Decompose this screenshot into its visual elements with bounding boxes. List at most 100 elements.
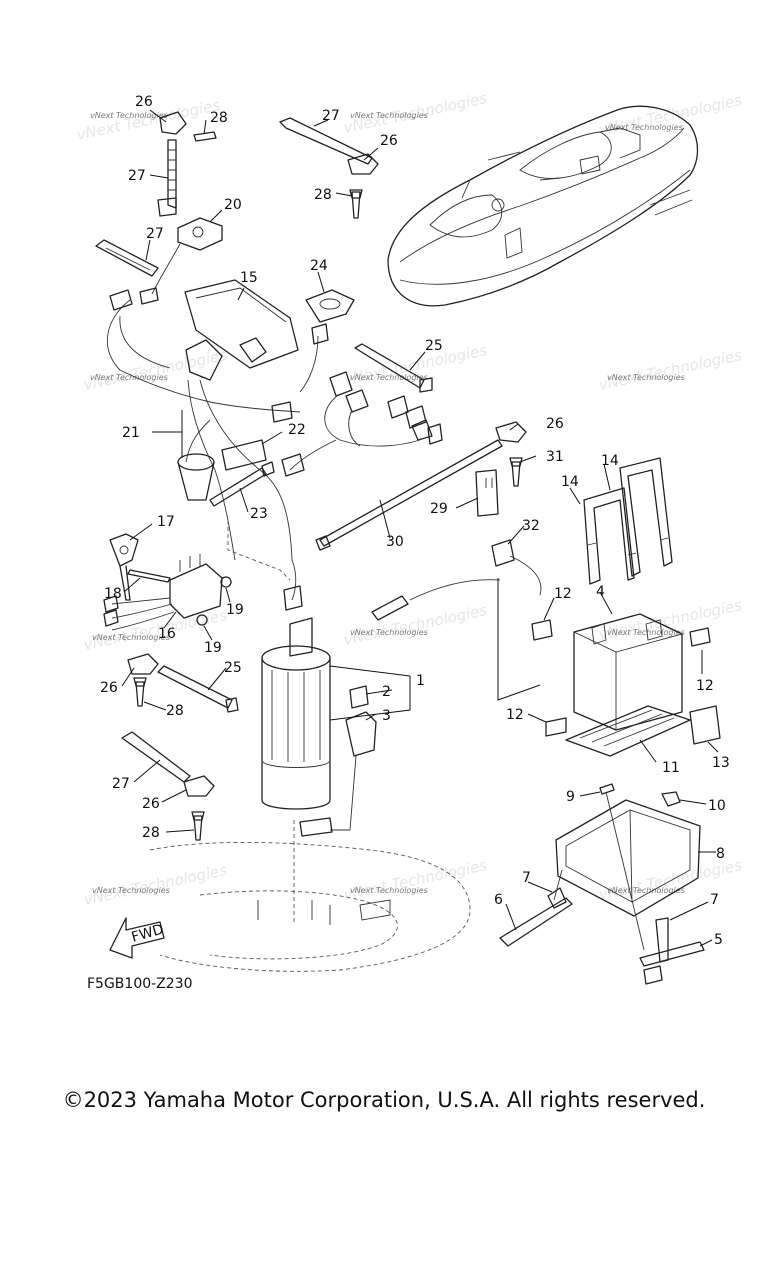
watermark: vNext Technologies [90,373,168,382]
callout-22: 22 [288,422,306,438]
part-23-tie [209,461,275,507]
callout-21: 21 [122,425,140,441]
callout-6: 6 [494,892,503,908]
callout-1: 1 [416,673,425,689]
callout-7: 7 [522,870,531,886]
callout-26: 26 [546,416,564,432]
callout-32: 32 [522,518,540,534]
callout-28: 28 [142,825,160,841]
watermark: vNext Technologies [607,628,685,637]
callout-28: 28 [166,703,184,719]
callout-14: 14 [561,474,579,490]
svg-text:vNext Technologies: vNext Technologies [342,856,489,904]
watermark: vNext Technologies [90,111,168,120]
part-14-battery-straps [583,457,673,585]
callout-12: 12 [506,707,524,723]
callout-15: 15 [240,270,258,286]
copyright-notice: ©2023 Yamaha Motor Corporation, U.S.A. A… [62,1088,706,1112]
callout-25: 25 [425,338,443,354]
svg-text:vNext Technologies: vNext Technologies [82,861,229,909]
watermark: vNext Technologies [350,111,428,120]
part-21-grommet [177,419,215,501]
hull-outline [149,820,471,972]
drawing-code: F5GB100-Z230 [87,976,193,992]
callout-9: 9 [566,789,575,805]
part-25-tie-and-branch-harness [281,343,443,477]
callout-14: 14 [601,453,619,469]
part-8-battery-box [555,799,701,917]
callout-19: 19 [226,602,244,618]
watermark: vNext Technologies [605,123,683,132]
callout-labels: 26 28 27 26 27 28 20 27 15 24 25 21 22 2… [100,94,730,948]
callout-24: 24 [310,258,328,274]
callout-26: 26 [100,680,118,696]
callout-13: 13 [712,755,730,771]
svg-text:vNext Technologies: vNext Technologies [342,601,489,649]
callout-18: 18 [104,586,122,602]
callout-23: 23 [250,506,268,522]
callout-3: 3 [382,708,391,724]
part-5-stay [639,941,705,985]
watermark: vNext Technologies [350,886,428,895]
parts-26-31-29-30 [315,421,527,551]
part-27-tie-left [95,239,159,277]
callout-30: 30 [386,534,404,550]
callout-12: 12 [696,678,714,694]
clamp-assembly-top-left [157,111,217,217]
callout-27: 27 [322,108,340,124]
part-15-meter-unit [106,279,329,561]
part-11-mat [565,705,691,757]
svg-text:vNext Technologies: vNext Technologies [597,346,744,394]
part-16-rectifier-assembly [103,533,232,631]
part-22-pad [221,439,267,471]
callout-11: 11 [662,760,680,776]
callout-27: 27 [128,168,146,184]
parts-diagram: vNext Technologies vNext Technologies vN… [75,89,744,985]
callout-29: 29 [430,501,448,517]
part-10-nut [661,791,681,807]
callout-27: 27 [146,226,164,242]
part-13-pad [689,705,721,745]
callout-17: 17 [157,514,175,530]
callout-28: 28 [210,110,228,126]
callout-26: 26 [380,133,398,149]
watercraft-outline [387,105,699,307]
callout-26: 26 [135,94,153,110]
part-6-stay [499,897,573,947]
watermark: vNext Technologies [350,373,428,382]
callout-26: 26 [142,796,160,812]
callout-16: 16 [158,626,176,642]
callout-12: 12 [554,586,572,602]
watermark: vNext Technologies [607,886,685,895]
part-1-fuel-pump-module [261,617,377,837]
part-20-connector [139,217,223,305]
callout-2: 2 [382,684,391,700]
callout-8: 8 [716,846,725,862]
part-4-battery [573,613,683,731]
callout-19: 19 [204,640,222,656]
leader-lines [121,109,719,947]
part-32-sensor [371,539,542,701]
part-9-bolt [599,783,645,951]
callout-7: 7 [710,892,719,908]
callout-28: 28 [314,187,332,203]
watermark: vNext Technologies [607,373,685,382]
svg-text:vNext Technologies: vNext Technologies [82,346,229,394]
callout-25: 25 [224,660,242,676]
tie-clip-bolt-top-center [279,117,379,219]
harness-to-pump [227,520,303,611]
watermark: vNext Technologies [350,628,428,637]
part-12-pads [531,619,711,737]
callout-31: 31 [546,449,564,465]
watermark: vNext Technologies [92,886,170,895]
callout-20: 20 [224,197,242,213]
watermark: vNext Technologies [92,633,170,642]
callout-5: 5 [714,932,723,948]
fwd-arrow: FWD [109,917,166,959]
svg-text:vNext Technologies: vNext Technologies [597,856,744,904]
part-24-grommet [305,289,355,323]
callout-4: 4 [596,584,605,600]
callout-10: 10 [708,798,726,814]
callout-27: 27 [112,776,130,792]
lower-left-clips-ties [121,653,239,841]
